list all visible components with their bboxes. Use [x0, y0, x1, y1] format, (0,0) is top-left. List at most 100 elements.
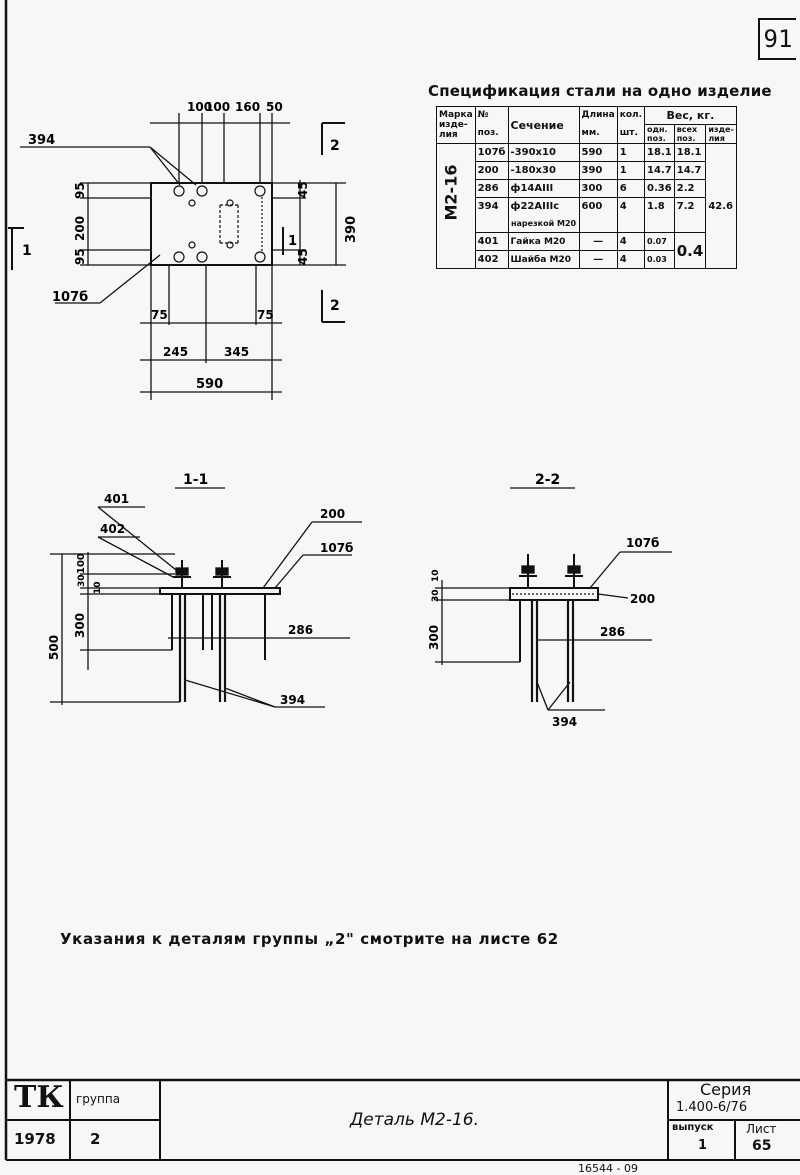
- hdr-mark: Марка изде-лия: [436, 106, 476, 144]
- row2-pos: 286: [474, 179, 509, 198]
- row1-w-all: 14.7: [673, 161, 707, 180]
- s11-label-394: 394: [280, 693, 305, 707]
- section-2-2: 2-2 107б 200 286 394 10 30 300: [427, 472, 672, 729]
- hdr-w-one: одн. поз.: [644, 124, 675, 144]
- hdr-pos-sub: поз.: [474, 124, 509, 144]
- row6-pos: 402: [474, 250, 509, 269]
- hdr-qty-unit: шт.: [616, 124, 646, 144]
- cut2-bottom: 2: [330, 298, 340, 314]
- row5-length: —: [578, 232, 618, 251]
- s11-label-286: 286: [288, 623, 313, 637]
- dim-right-1: 45: [296, 248, 310, 265]
- cut1-left: 1: [22, 243, 32, 259]
- row1-qty: 1: [616, 161, 646, 180]
- series-value: 1.400-6/76: [676, 1100, 748, 1115]
- w-all-merged: 0.4: [673, 232, 707, 269]
- hdr-qty: кол.: [616, 106, 646, 125]
- s11-dim-500: 500: [47, 635, 61, 660]
- s11-dim-30: 30: [77, 574, 87, 587]
- label-107: 107б: [52, 290, 88, 305]
- mark-value: М2-16: [441, 164, 461, 220]
- row2-section: ф14АIII: [507, 179, 580, 198]
- hdr-weight: Вес, кг.: [644, 106, 737, 125]
- dim-bottom-small-0: 75: [151, 308, 168, 322]
- note-text: Указания к деталям группы „2" смотрите н…: [60, 930, 559, 948]
- dim-bottom-small-1: 75: [257, 308, 274, 322]
- s11-label-401: 401: [104, 492, 129, 506]
- row6-section: Шайба М20: [507, 250, 580, 269]
- row6-length: —: [578, 250, 618, 269]
- w-item-total: 42.6: [705, 143, 737, 269]
- row1-w-one: 14.7: [644, 161, 675, 180]
- sheet-label: Лист: [746, 1122, 777, 1136]
- s11-label-107: 107б: [320, 541, 353, 555]
- row1-section: -180х30: [507, 161, 580, 180]
- row0-length: 590: [578, 143, 618, 162]
- dim-top-1: 100: [205, 100, 230, 114]
- row2-w-one: 0.36: [644, 179, 675, 198]
- row1-length: 390: [578, 161, 618, 180]
- s11-label-200: 200: [320, 507, 345, 521]
- hdr-length: Длина: [578, 106, 618, 125]
- spec-title: Спецификация стали на одно изделие: [428, 82, 772, 100]
- row3-w-all: 7.2: [673, 197, 707, 215]
- row2-qty: 6: [616, 179, 646, 198]
- row4-length: [578, 215, 618, 233]
- plate-outline: [150, 182, 273, 266]
- cut1-mid: 1: [288, 234, 297, 249]
- row6-qty: 4: [616, 250, 646, 269]
- row4-w-one: [644, 215, 675, 233]
- dim-bottom-mid-1: 345: [224, 345, 249, 359]
- row4-section: нарезкой М20: [507, 215, 580, 233]
- dim-590: 590: [196, 377, 223, 392]
- series-label: Серия: [700, 1080, 752, 1099]
- s11-dim-100: 100: [76, 553, 87, 574]
- logo-tk: ТК: [14, 1080, 64, 1115]
- row5-pos: 401: [474, 232, 509, 251]
- dim-top-3: 50: [266, 100, 283, 114]
- s22-label-394: 394: [552, 715, 577, 729]
- row2-w-all: 2.2: [673, 179, 707, 198]
- row5-section: Гайка М20: [507, 232, 580, 251]
- hdr-w-item: изде-лия: [705, 124, 737, 144]
- row0-qty: 1: [616, 143, 646, 162]
- row3-qty: 4: [616, 197, 646, 215]
- s11-dim-10: 10: [93, 581, 103, 594]
- dim-bottom-mid-0: 245: [163, 345, 188, 359]
- dim-left-2: 95: [73, 248, 87, 265]
- dim-top-2: 160: [235, 100, 260, 114]
- s22-label-286: 286: [600, 625, 625, 639]
- s22-dim-30: 30: [431, 589, 441, 602]
- row5-qty: 4: [616, 232, 646, 251]
- dim-left-1: 200: [73, 216, 87, 241]
- spec-table: Марка изде-лия № Сечение Длина кол. Вес,…: [436, 106, 737, 269]
- hdr-length-unit: мм.: [578, 124, 618, 144]
- section-1-1: 1-1 401 402 200 107б 286 394 100 30 10 3…: [47, 472, 362, 708]
- hdr-pos: №: [474, 106, 509, 125]
- row4-w-all: [673, 215, 707, 233]
- row4-pos: [474, 215, 509, 233]
- dim-left-0: 95: [73, 182, 87, 199]
- s22-dim-300: 300: [427, 625, 441, 650]
- dim-390: 390: [344, 216, 359, 243]
- dim-right-0: 45: [296, 181, 310, 198]
- s22-dim-10: 10: [431, 569, 441, 582]
- hdr-section: Сечение: [507, 106, 580, 144]
- issue-value: 1: [698, 1138, 708, 1153]
- issue-label: выпуск: [672, 1122, 714, 1133]
- drawing-title: Деталь М2-16.: [350, 1110, 480, 1130]
- sheet-number: 91: [758, 18, 796, 60]
- hdr-w-all: всех поз.: [673, 124, 707, 144]
- group-value: 2: [90, 1130, 101, 1148]
- row0-w-one: 18.1: [644, 143, 675, 162]
- row1-pos: 200: [474, 161, 509, 180]
- row2-length: 300: [578, 179, 618, 198]
- row3-pos: 394: [474, 197, 509, 215]
- s22-label-107: 107б: [626, 536, 659, 550]
- group-label: группа: [76, 1092, 121, 1106]
- row0-pos: 107б: [474, 143, 509, 162]
- plan-bolts: [173, 185, 266, 263]
- label-394: 394: [28, 133, 55, 148]
- row0-section: -390х10: [507, 143, 580, 162]
- footer-number: 16544 - 09: [578, 1162, 638, 1175]
